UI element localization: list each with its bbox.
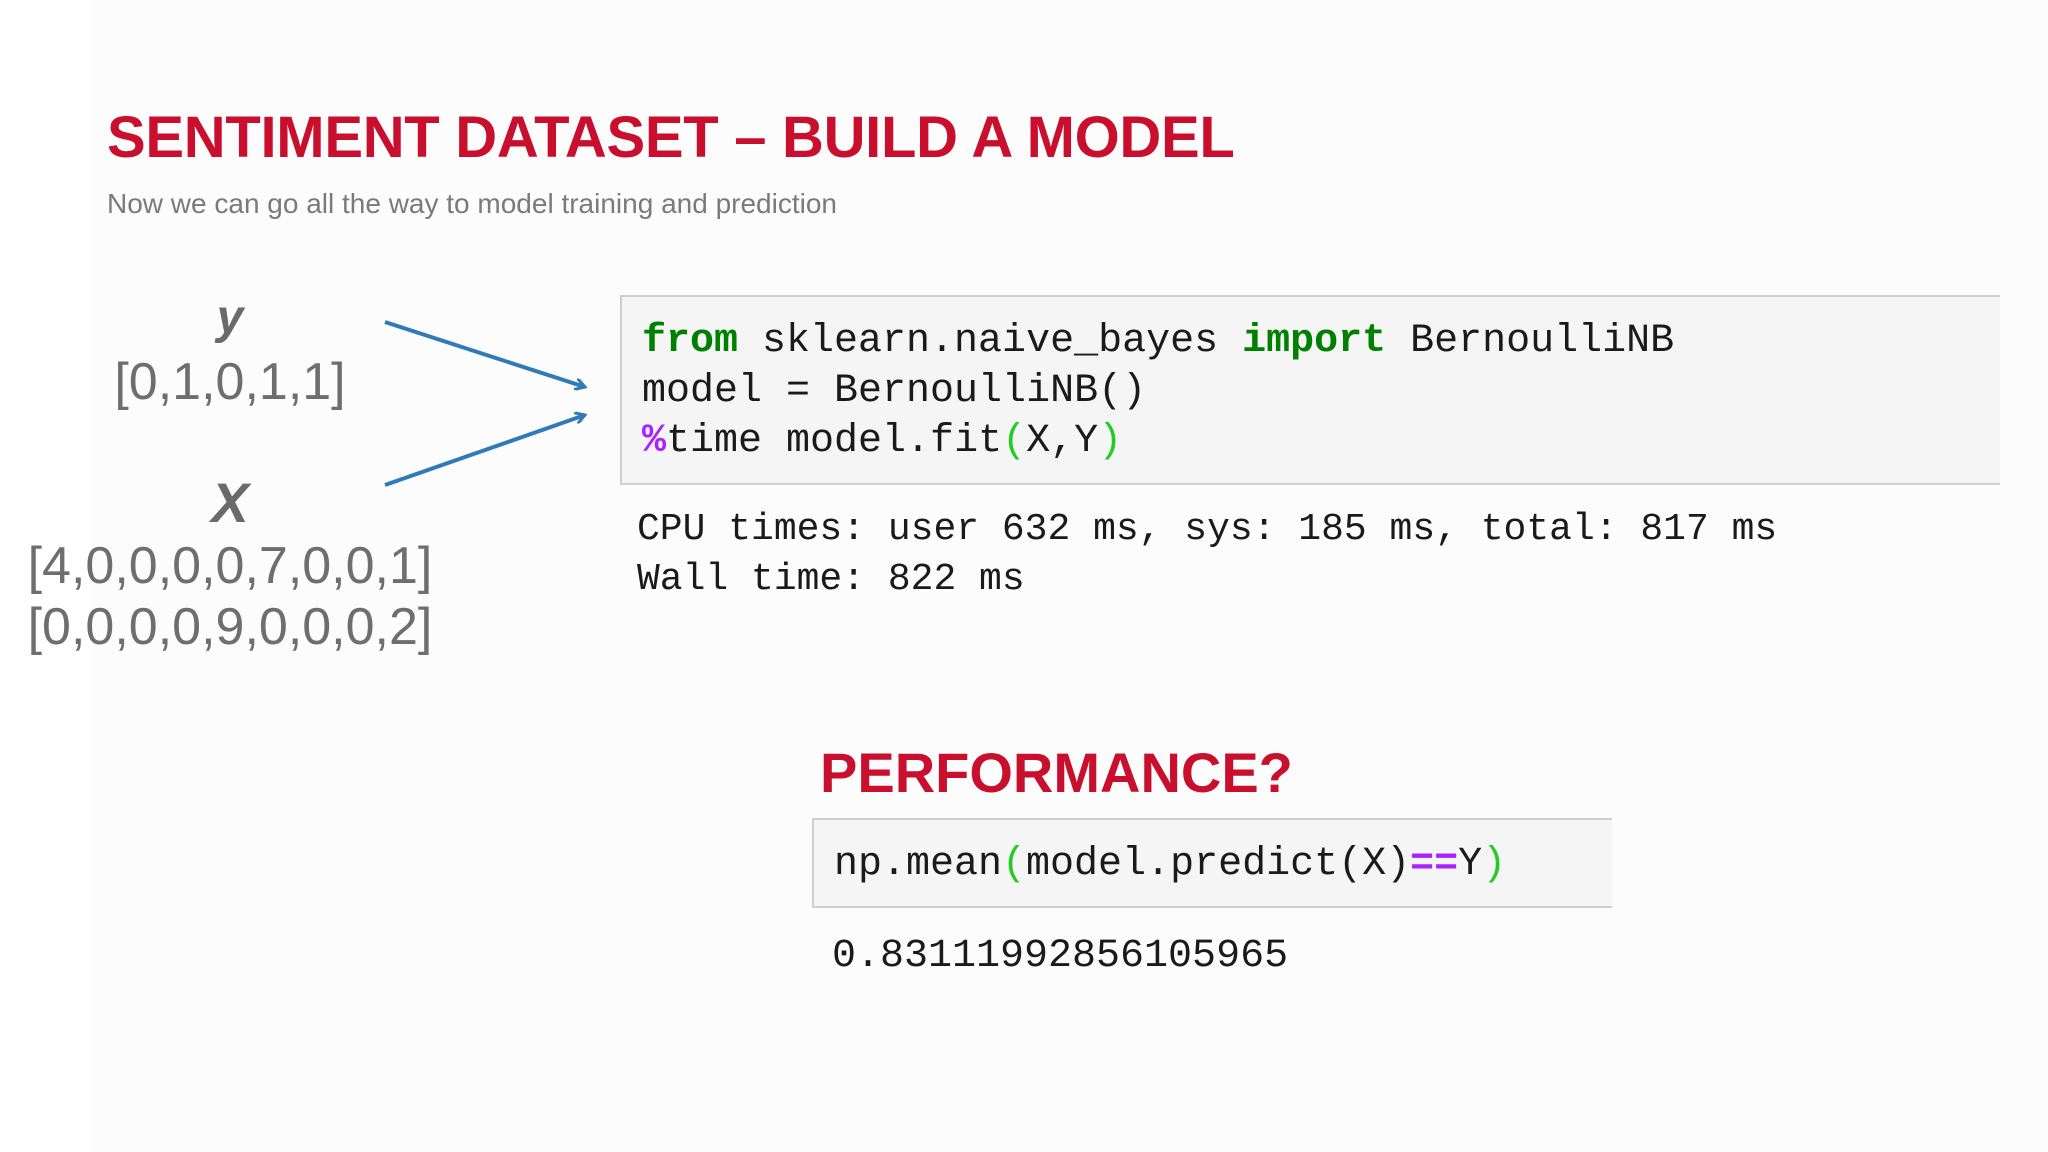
performance-code-cell[interactable]: np.mean(model.predict(X)==Y) — [812, 818, 1612, 908]
equality-operator: == — [1410, 842, 1459, 887]
module-name: sklearn.naive_bayes — [738, 319, 1243, 364]
accuracy-output: 0.83111992856105965 — [832, 934, 1289, 979]
magic-code: time model.fit — [666, 419, 1003, 464]
slide-subtitle: Now we can go all the way to model train… — [107, 188, 837, 219]
close-paren: ) — [1098, 419, 1123, 464]
y-variable-label: y — [216, 291, 244, 344]
x-row-2: [0,0,0,0,9,0,0,0,2] — [27, 598, 433, 656]
performance-heading: PERFORMANCE? — [820, 741, 1293, 804]
class-name: BernoulliNB — [1386, 319, 1675, 364]
fit-args: X,Y — [1026, 419, 1099, 464]
y-arg: Y — [1458, 842, 1483, 887]
close-paren: ) — [1482, 842, 1507, 887]
keyword-import: import — [1242, 319, 1387, 364]
y-vector: [0,1,0,1,1] — [114, 353, 346, 411]
open-paren: ( — [1002, 419, 1027, 464]
open-paren: ( — [1002, 842, 1027, 887]
x-variable-label: X — [211, 471, 249, 534]
wall-time-output: Wall time: 822 ms — [637, 558, 1025, 601]
x-arrow — [384, 415, 585, 487]
slide-background — [92, 0, 2048, 1152]
np-mean: np.mean — [834, 842, 1003, 887]
y-arrow — [384, 320, 585, 387]
magic-percent: % — [642, 419, 667, 464]
performance-code-line: np.mean(model.predict(X)==Y) — [834, 842, 1506, 887]
slide-title: SENTIMENT DATASET – BUILD A MODEL — [107, 105, 1235, 170]
code-line-3: %time model.fit(X,Y) — [642, 419, 1122, 464]
keyword-from: from — [642, 319, 739, 364]
cpu-times-output: CPU times: user 632 ms, sys: 185 ms, tot… — [637, 508, 1778, 551]
code-line-2: model = BernoulliNB() — [642, 369, 1147, 414]
training-code-cell[interactable]: from sklearn.naive_bayes import Bernoull… — [620, 295, 2000, 485]
code-line-1: from sklearn.naive_bayes import Bernoull… — [642, 319, 1674, 364]
x-row-1: [4,0,0,0,0,7,0,0,1] — [27, 537, 433, 595]
predict-call: model.predict(X) — [1026, 842, 1411, 887]
